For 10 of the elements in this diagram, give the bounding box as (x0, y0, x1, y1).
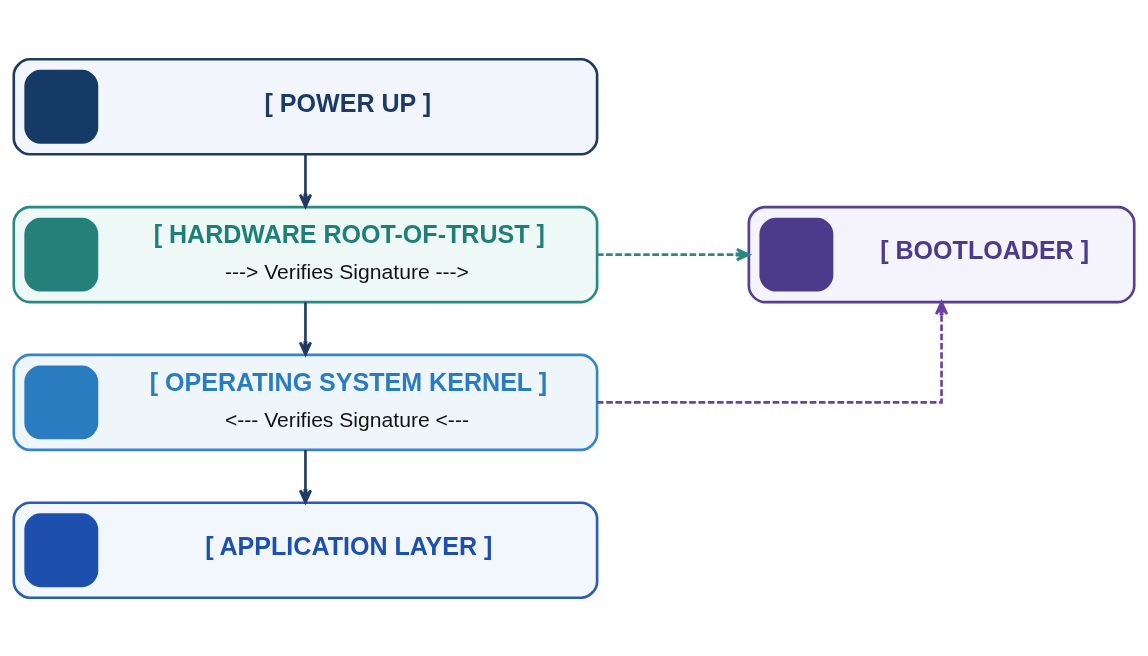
node-box: [ HARDWARE ROOT-OF-TRUST ] ---> Verifies Signature ---> (12, 205, 599, 303)
arrow (298, 153, 313, 208)
arrow (298, 301, 313, 356)
node-box: [ OPERATING SYSTEM KERNEL ] <--- Verifies Signature <--- (12, 353, 599, 451)
arrow (597, 247, 751, 261)
node-box: [ APPLICATION LAYER ] (12, 500, 599, 599)
node-box: [ BOOTLOADER ] (747, 205, 1136, 303)
node-box: [ POWER UP ] (12, 57, 599, 156)
arrow (298, 449, 313, 504)
arrow (597, 300, 949, 404)
